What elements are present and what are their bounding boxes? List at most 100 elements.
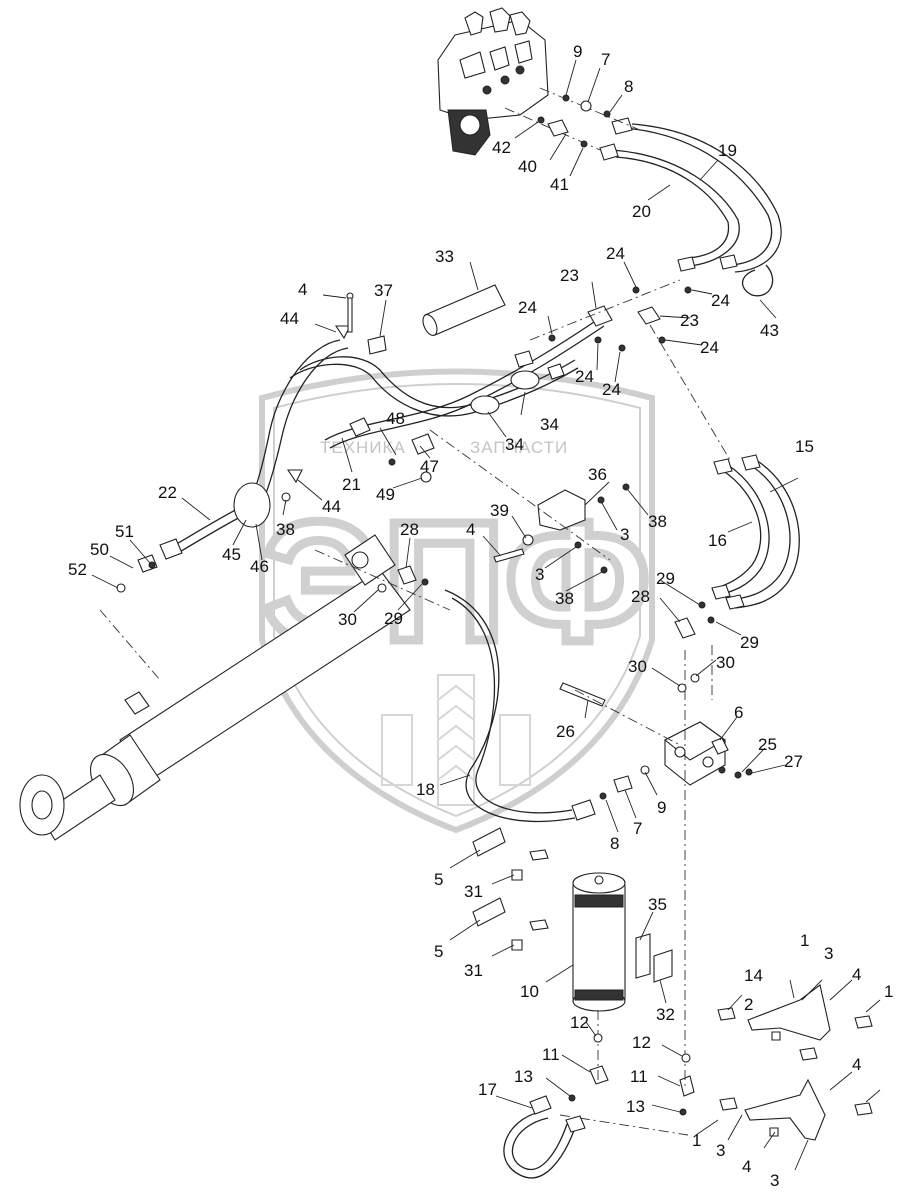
callout: 11 xyxy=(542,1045,560,1064)
watermark-text-left: ТЕХНИКА xyxy=(320,438,406,457)
callout: 45 xyxy=(222,545,241,564)
callout: 24 xyxy=(711,291,730,310)
callout: 1 xyxy=(800,931,809,950)
callout: 14 xyxy=(744,966,763,985)
callout: 30 xyxy=(628,657,647,676)
callout: 37 xyxy=(374,281,393,300)
callout: 23 xyxy=(680,311,699,330)
callout: 47 xyxy=(420,457,439,476)
callout: 30 xyxy=(716,653,735,672)
tee-23b xyxy=(637,306,661,325)
callout: 8 xyxy=(610,834,619,853)
hydraulic-cylinder xyxy=(19,534,411,841)
callout: 13 xyxy=(514,1067,533,1086)
callout: 19 xyxy=(718,141,737,160)
callout: 28 xyxy=(631,587,650,606)
fitting-11a xyxy=(589,1065,609,1085)
bracket-5b xyxy=(472,897,506,927)
callout: 46 xyxy=(250,557,269,576)
bracket-14 xyxy=(747,984,831,1041)
callout: 22 xyxy=(158,483,177,502)
callout: 26 xyxy=(556,722,575,741)
callout: 7 xyxy=(633,819,642,838)
callout: 23 xyxy=(560,266,579,285)
callout: 4 xyxy=(852,1055,861,1074)
callout: 10 xyxy=(520,982,539,1001)
callout: 50 xyxy=(90,540,109,559)
callout: 29 xyxy=(740,633,759,652)
tee-23a xyxy=(587,305,613,327)
callout: 29 xyxy=(656,569,675,588)
hose-20-b xyxy=(615,156,730,259)
callout: 3 xyxy=(620,525,629,544)
callout: 5 xyxy=(434,870,443,889)
callout: 51 xyxy=(115,522,134,541)
valve-block-6 xyxy=(663,721,729,786)
callout: 29 xyxy=(384,609,403,628)
fitting-28b xyxy=(674,617,696,639)
callout: 41 xyxy=(550,175,569,194)
callout: 34 xyxy=(540,415,559,434)
callout: 24 xyxy=(700,338,719,357)
fitting-11b xyxy=(679,1075,695,1097)
bracket-5a xyxy=(472,827,506,857)
filter-10 xyxy=(572,872,626,1012)
hose-18 xyxy=(444,589,576,823)
hose-43 xyxy=(741,264,774,297)
callout: 44 xyxy=(322,497,341,516)
callout: 13 xyxy=(626,1097,645,1116)
callout: 48 xyxy=(386,409,405,428)
label-32 xyxy=(653,949,673,983)
hose-19 xyxy=(624,127,773,266)
callout: 38 xyxy=(555,589,574,608)
bracket-lower xyxy=(744,1078,826,1141)
callout: 12 xyxy=(570,1013,589,1032)
callout: 3 xyxy=(535,565,544,584)
callout: 5 xyxy=(434,942,443,961)
callout: 20 xyxy=(632,202,651,221)
callout: 3 xyxy=(770,1171,779,1190)
label-35 xyxy=(635,933,651,979)
callout: 1 xyxy=(692,1131,701,1150)
callout: 2 xyxy=(744,995,753,1014)
callout: 36 xyxy=(588,465,607,484)
callout: 35 xyxy=(648,895,667,914)
callout: 7 xyxy=(601,50,610,69)
callout: 6 xyxy=(734,703,743,722)
callout: 12 xyxy=(632,1033,651,1052)
callout: 30 xyxy=(338,610,357,629)
callout-numbers: 9 7 8 42 40 41 19 20 33 24 23 24 24 23 2… xyxy=(68,42,893,1190)
callout: 24 xyxy=(606,244,625,263)
clamp-34a xyxy=(510,370,540,390)
callout: 4 xyxy=(298,280,307,299)
callout: 39 xyxy=(490,501,509,520)
bracket-36 xyxy=(537,489,586,531)
hose-16 xyxy=(711,469,762,591)
callout: 3 xyxy=(716,1141,725,1160)
callout: 9 xyxy=(573,42,582,61)
wheat-icon xyxy=(381,674,531,806)
callout: 4 xyxy=(852,965,861,984)
callout: 31 xyxy=(464,961,483,980)
callout: 49 xyxy=(376,485,395,504)
callout: 3 xyxy=(824,944,833,963)
clamp-34b xyxy=(470,395,500,415)
callout: 4 xyxy=(466,520,475,539)
callout: 8 xyxy=(624,77,633,96)
callout: 34 xyxy=(505,435,524,454)
callout: 24 xyxy=(518,298,537,317)
callout: 44 xyxy=(280,309,299,328)
hose-17 xyxy=(503,1111,576,1179)
callout: 33 xyxy=(435,247,454,266)
callout: 38 xyxy=(648,512,667,531)
callout: 17 xyxy=(478,1080,497,1099)
callout: 15 xyxy=(795,437,814,456)
callout: 9 xyxy=(657,798,666,817)
callout: 28 xyxy=(400,520,419,539)
callout: 21 xyxy=(342,475,361,494)
watermark-text-right: ЗАПЧАСТИ xyxy=(470,438,568,457)
callout: 18 xyxy=(416,780,435,799)
hose-20 xyxy=(611,149,740,267)
callout: 16 xyxy=(708,531,727,550)
